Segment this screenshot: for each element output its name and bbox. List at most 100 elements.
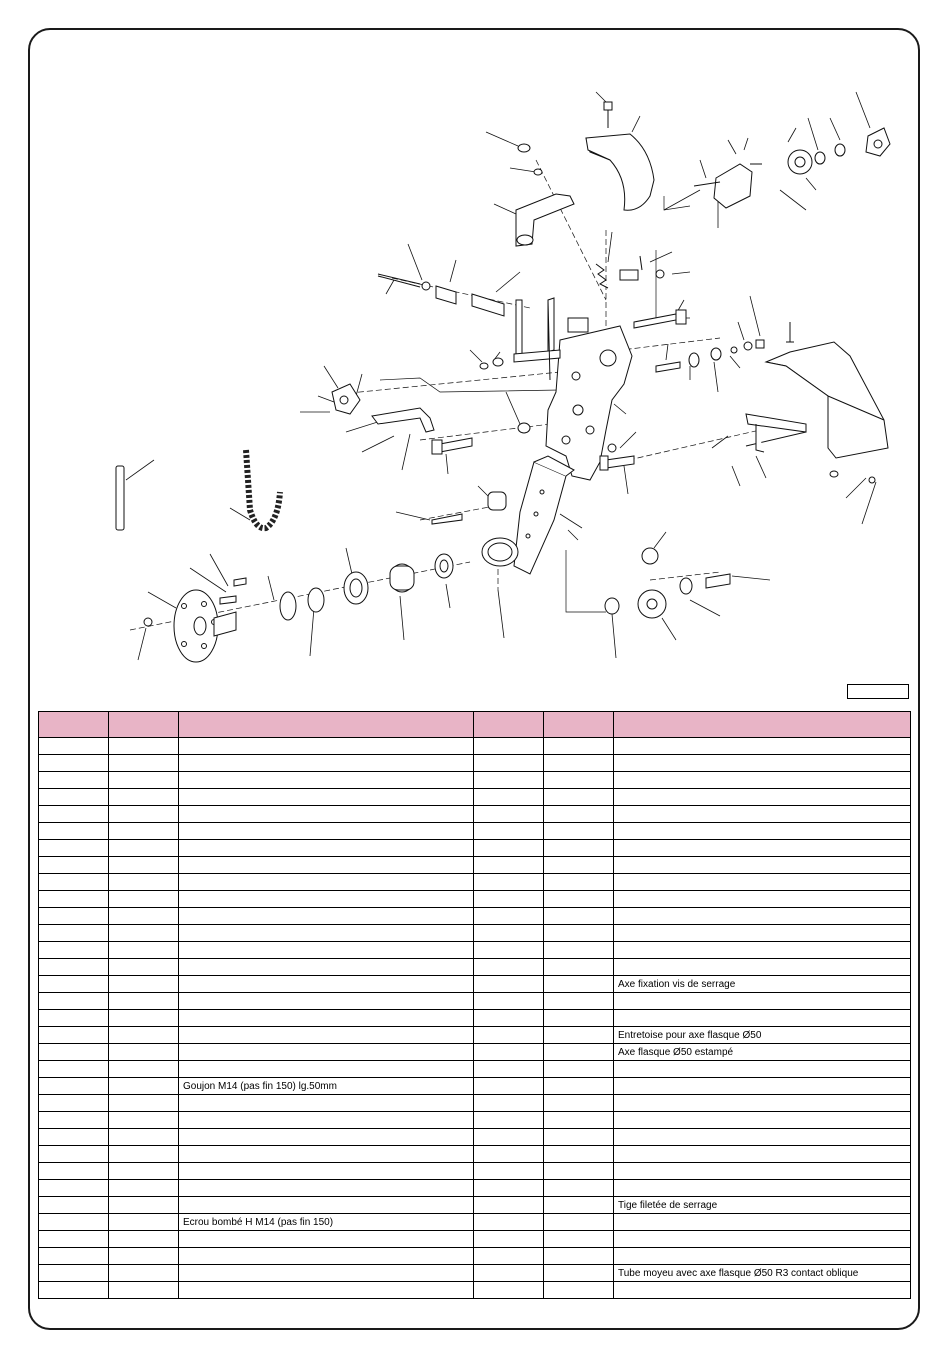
table-cell [38,1281,109,1299]
table-cell [543,1145,614,1163]
table-cell [473,1009,544,1027]
table-cell [613,992,911,1010]
table-cell [543,907,614,925]
table-cell [178,822,474,840]
table-cell [543,1094,614,1112]
header-cell [108,711,179,738]
table-cell [108,771,179,789]
table-cell: Axe fixation vis de serrage [613,975,911,993]
table-row [38,771,911,789]
table-cell [38,737,109,755]
table-cell [543,788,614,806]
lower-sprocket [604,547,731,619]
table-cell [108,975,179,993]
table-cell [613,822,911,840]
u-bracket [515,143,575,247]
table-row: Tube moyeu avec axe flasque Ø50 R3 conta… [38,1264,911,1282]
table-cell [613,1281,911,1299]
table-cell [108,737,179,755]
table-cell [178,975,474,993]
table-cell [178,907,474,925]
table-cell [473,1043,544,1061]
table-cell: Tige filetée de serrage [613,1196,911,1214]
table-cell [613,1179,911,1197]
table-cell [178,771,474,789]
table-cell [108,941,179,959]
table-cell [178,1247,474,1265]
table-cell [473,1264,544,1282]
table-cell [613,1009,911,1027]
long-bolt-right [633,309,765,373]
table-cell [473,873,544,891]
table-cell: Axe flasque Ø50 estampé [613,1043,911,1061]
table-row [38,788,911,806]
table-row [38,992,911,1010]
table-cell [108,805,179,823]
table-cell [178,1145,474,1163]
table-cell [38,1026,109,1044]
table-cell [38,788,109,806]
table-cell [613,1111,911,1129]
table-cell [543,890,614,908]
table-cell [108,1026,179,1044]
table-cell [38,1196,109,1214]
table-row [38,1128,911,1146]
table-cell [178,1111,474,1129]
table-cell [473,975,544,993]
table-cell [613,1060,911,1078]
table-cell [108,924,179,942]
table-cell [543,1009,614,1027]
table-cell [38,1060,109,1078]
table-cell [543,822,614,840]
table-cell [178,1196,474,1214]
drive-chains [115,449,283,532]
table-row: Tige filetée de serrage [38,1196,911,1214]
table-row [38,805,911,823]
table-row [38,1281,911,1299]
table-cell [178,924,474,942]
table-cell [38,1043,109,1061]
table-cell [543,873,614,891]
table-row [38,1162,911,1180]
table-cell [473,1281,544,1299]
table-cell [38,907,109,925]
table-cell [108,1111,179,1129]
leader-lines [125,91,877,661]
table-cell [108,1077,179,1095]
table-cell [543,1196,614,1214]
table-cell [613,788,911,806]
table-cell [38,822,109,840]
table-cell [613,1094,911,1112]
table-cell [473,1111,544,1129]
table-cell [108,788,179,806]
table-cell [38,873,109,891]
exploded-parts-diagram [115,91,891,663]
table-cell [108,958,179,976]
header-cell [613,711,911,738]
table-cell [613,958,911,976]
table-cell [178,958,474,976]
table-cell [178,754,474,772]
table-cell [38,975,109,993]
table-cell [108,873,179,891]
table-cell [613,1162,911,1180]
sprocket-assembly-top [693,127,891,209]
table-cell [38,771,109,789]
table-row [38,1247,911,1265]
table-cell [178,1162,474,1180]
table-cell [38,1128,109,1146]
table-cell [473,1162,544,1180]
table-cell [543,1111,614,1129]
table-cell [473,1026,544,1044]
table-cell [108,1230,179,1248]
table-cell [108,992,179,1010]
table-cell [613,1077,911,1095]
table-cell [543,1264,614,1282]
table-cell [178,856,474,874]
table-cell [543,1179,614,1197]
table-cell [38,1162,109,1180]
table-row [38,754,911,772]
table-cell [473,941,544,959]
table-cell [543,1026,614,1044]
